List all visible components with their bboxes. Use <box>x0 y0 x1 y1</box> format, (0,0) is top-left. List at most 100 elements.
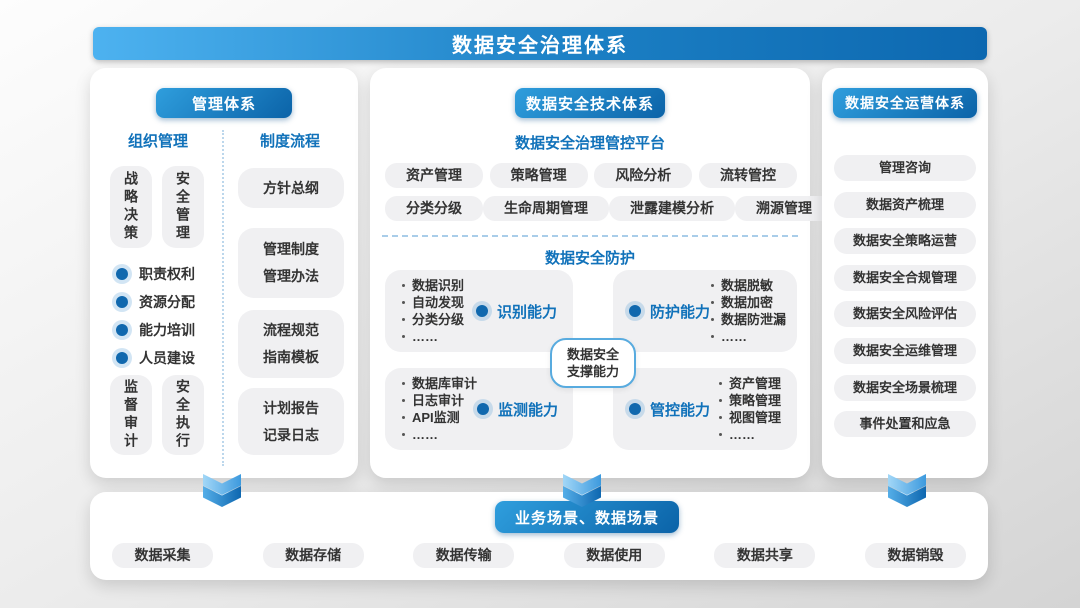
scenario-pill: 数据传输 <box>413 543 515 568</box>
process-flow-heading: 制度流程 <box>259 133 320 150</box>
operations-panel: 数据安全运营体系 管理咨询 数据资产梳理 数据安全策略运营 数据安全合规管理 数… <box>822 68 988 478</box>
capability-item: 数据防泄漏 <box>710 311 786 328</box>
capability-box-identify: 数据识别 自动发现 分类分级 …… 识别能力 <box>385 270 573 352</box>
main-title-banner: 数据安全治理体系 <box>93 27 987 60</box>
column-dotted-divider <box>222 130 224 466</box>
capability-box-protect: 防护能力 数据脱敏 数据加密 数据防泄漏 …… <box>613 270 797 352</box>
process-box-line: 管理办法 <box>263 268 319 284</box>
double-chevron-down-icon <box>203 474 241 508</box>
scenarios-panel: 业务场景、数据场景 数据采集 数据存储 数据传输 数据使用 数据共享 数据销毁 <box>90 492 988 580</box>
process-box-line: 方针总纲 <box>263 179 319 196</box>
platform-pill: 分类分级 <box>385 196 483 221</box>
capability-box-control: 管控能力 资产管理 策略管理 视图管理 …… <box>613 368 797 450</box>
technology-panel: 数据安全技术体系 数据安全治理管控平台 资产管理 策略管理 风险分析 流转管控 … <box>370 68 833 478</box>
capability-label-text: 防护能力 <box>650 303 711 321</box>
capability-item: 数据加密 <box>710 294 786 311</box>
technology-header-label: 数据安全技术体系 <box>525 95 654 113</box>
process-box-line: 指南模板 <box>263 349 319 365</box>
capability-item: 自动发现 <box>401 294 464 311</box>
management-header-badge: 管理体系 <box>156 88 292 118</box>
scenario-pill: 数据共享 <box>714 543 816 568</box>
operations-item: 事件处置和应急 <box>834 411 976 438</box>
bullet-dot-icon <box>629 305 641 317</box>
platform-pill: 策略管理 <box>489 163 588 188</box>
org-box-label: 安全执行 <box>175 379 191 451</box>
platform-pill: 资产管理 <box>385 163 483 188</box>
operations-header-badge: 数据安全运营体系 <box>833 88 977 118</box>
management-header-label: 管理体系 <box>191 95 256 113</box>
platform-heading: 数据安全治理管控平台 <box>514 135 665 152</box>
platform-pill: 泄露建模分析 <box>609 196 735 221</box>
operations-item: 数据安全策略运营 <box>834 228 976 255</box>
org-bullet-label: 能力培训 <box>139 322 195 338</box>
process-box-line: 记录日志 <box>263 426 319 443</box>
capability-label-text: 管控能力 <box>650 401 711 419</box>
bullet-dot-icon <box>475 305 488 317</box>
platform-pill-row: 分类分级 生命周期管理 泄露建模分析 溯源管理 <box>385 196 833 221</box>
bullet-dot-icon <box>629 403 641 415</box>
org-bullet-item: 人员建设 <box>116 348 195 368</box>
capability-label: 防护能力 <box>629 301 710 322</box>
capability-label: 管控能力 <box>629 399 710 420</box>
bullet-dot-icon <box>116 324 128 336</box>
operations-item: 数据安全风险评估 <box>834 301 976 328</box>
operations-item: 数据安全合规管理 <box>834 264 976 291</box>
capability-item-list: 数据识别 自动发现 分类分级 …… <box>401 277 464 345</box>
process-box-line: 管理制度 <box>263 241 319 257</box>
capability-item: …… <box>401 426 477 443</box>
bullet-dot-icon <box>116 352 128 364</box>
capability-item: 视图管理 <box>718 409 781 426</box>
capability-item: 数据脱敏 <box>710 277 786 294</box>
bullet-dot-icon <box>477 403 490 415</box>
capability-label-text: 识别能力 <box>496 303 557 321</box>
section-dashed-divider <box>382 235 798 237</box>
org-box-label: 安全管理 <box>175 171 191 243</box>
org-bullet-item: 能力培训 <box>116 320 195 340</box>
operations-item: 数据安全场景梳理 <box>834 374 976 401</box>
capability-item: 分类分级 <box>401 311 464 328</box>
scenario-pill: 数据使用 <box>563 543 665 568</box>
org-bullet-label: 资源分配 <box>139 294 195 310</box>
process-box: 计划报告 记录日志 <box>238 388 344 455</box>
capability-item: …… <box>718 426 781 443</box>
process-box-line: 流程规范 <box>263 322 319 338</box>
support-capability-badge: 数据安全 支撑能力 <box>550 338 636 388</box>
scenarios-header-label: 业务场景、数据场景 <box>514 509 659 527</box>
double-chevron-down-icon <box>888 474 926 508</box>
scenario-pill: 数据销毁 <box>864 543 966 568</box>
platform-pill: 风险分析 <box>594 163 693 188</box>
bullet-dot-icon <box>116 268 128 280</box>
platform-pill: 生命周期管理 <box>483 196 609 221</box>
process-box: 管理制度 管理办法 <box>238 228 344 298</box>
support-capability-line: 支撑能力 <box>566 364 619 379</box>
operations-item: 数据资产梳理 <box>834 191 976 218</box>
scenario-pill: 数据存储 <box>262 543 364 568</box>
technology-header-badge: 数据安全技术体系 <box>515 88 665 118</box>
capability-item: 策略管理 <box>718 392 781 409</box>
org-box-security-execution: 安全执行 <box>162 375 204 455</box>
process-box: 方针总纲 <box>238 168 344 208</box>
org-box-security-management: 安全管理 <box>162 166 204 248</box>
capability-item: 日志审计 <box>401 392 477 409</box>
scenarios-header-badge: 业务场景、数据场景 <box>495 501 679 533</box>
protection-heading: 数据安全防护 <box>544 250 635 267</box>
platform-pill: 流转管控 <box>698 163 797 188</box>
org-bullet-label: 职责权利 <box>139 266 195 282</box>
scenario-pill: 数据采集 <box>112 543 213 568</box>
capability-item: …… <box>710 328 786 345</box>
double-chevron-down-icon <box>563 474 601 508</box>
capability-item: 数据库审计 <box>401 375 477 392</box>
bullet-dot-icon <box>116 296 128 308</box>
main-title: 数据安全治理体系 <box>452 35 628 57</box>
operations-item: 管理咨询 <box>834 155 976 181</box>
operations-list: 管理咨询 数据资产梳理 数据安全策略运营 数据安全合规管理 数据安全风险评估 数… <box>834 155 976 438</box>
scenarios-row: 数据采集 数据存储 数据传输 数据使用 数据共享 数据销毁 <box>112 543 966 568</box>
operations-header-label: 数据安全运营体系 <box>845 95 965 111</box>
capability-item-list: 资产管理 策略管理 视图管理 …… <box>718 375 781 443</box>
org-box-supervision-audit: 监督审计 <box>110 375 152 455</box>
capability-item-list: 数据库审计 日志审计 API监测 …… <box>401 375 477 443</box>
org-management-heading: 组织管理 <box>127 133 188 150</box>
capability-item: 数据识别 <box>401 277 464 294</box>
org-bullet-item: 资源分配 <box>116 292 195 312</box>
